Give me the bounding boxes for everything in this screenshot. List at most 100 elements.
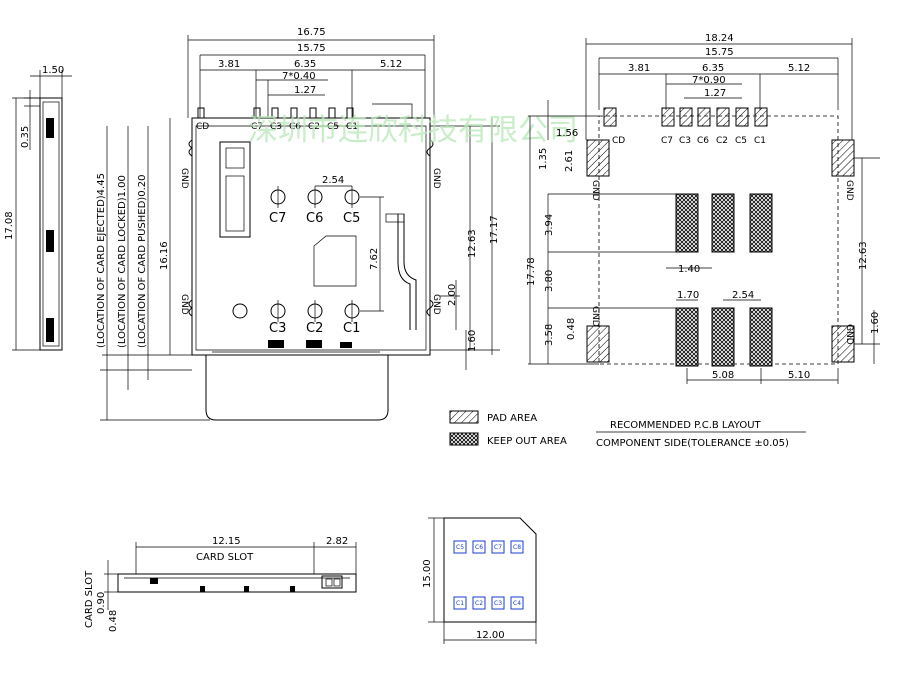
pcb-dim-2-54: 2.54 — [732, 290, 754, 301]
sim-pin-c3: C3 — [494, 600, 502, 607]
dim-2-00: 2.00 — [447, 284, 458, 306]
top-pin-c2: C2 — [308, 122, 320, 132]
dim-16-16: 16.16 — [159, 241, 170, 270]
loc-locked: (LOCATION OF CARD LOCKED)1.00 — [117, 175, 128, 348]
pcb-dim-3-94: 3.94 — [544, 214, 555, 236]
pcb-dim-1-35: 1.35 — [538, 148, 549, 170]
pcb-dim-5-10: 5.10 — [788, 370, 810, 381]
pcb-gnd-tl: GND — [590, 180, 600, 201]
top-gnd-br: GND — [431, 294, 441, 315]
pcb-pin-c5: C5 — [735, 136, 747, 146]
legend-pad-area: PAD AREA — [487, 413, 537, 424]
end-width: 2.82 — [326, 536, 348, 547]
top-gnd-tr: GND — [431, 168, 441, 189]
watermark: 深圳市连欣科技有限公司 — [248, 113, 578, 148]
pcb-dim-5-08: 5.08 — [712, 370, 734, 381]
loc-ejected: (LOCATION OF CARD EJECTED)4.45 — [96, 173, 107, 348]
contact-c3: C3 — [269, 321, 286, 336]
legend-title-top: RECOMMENDED P.C.B LAYOUT — [610, 420, 762, 431]
pcb-pin-cd: CD — [612, 136, 625, 146]
dim-0-90: 0.90 — [96, 592, 107, 614]
top-pin-c7: C7 — [251, 122, 263, 132]
pcb-pin-c1: C1 — [754, 136, 766, 146]
side-width-label: 1.50 — [42, 65, 64, 76]
contact-c1: C1 — [343, 321, 360, 336]
pcb-dim-1-56: 1.56 — [556, 128, 578, 139]
side-view: 1.50 17.08 0.35 — [4, 65, 72, 351]
sim-height: 15.00 — [422, 559, 433, 588]
sim-width: 12.00 — [476, 630, 505, 641]
sim-pin-c6: C6 — [475, 544, 483, 551]
sim-pin-c4: C4 — [513, 600, 521, 607]
dim-7-62: 7.62 — [369, 248, 380, 270]
pcb-pitch-pattern: 7*0.90 — [692, 75, 726, 86]
legend-title-bottom: COMPONENT SIDE(TOLERANCE ±0.05) — [596, 438, 789, 449]
dim-17-17: 17.17 — [489, 215, 500, 244]
dim-12-63: 12.63 — [467, 229, 478, 258]
pcb-dim-3-80: 3.80 — [544, 270, 555, 292]
top-gnd-bl: GND — [179, 294, 189, 315]
dim-1-60-top: 1.60 — [467, 330, 478, 352]
contact-pitch: 2.54 — [322, 175, 344, 186]
pcb-dim-1-60: 1.60 — [870, 312, 881, 334]
top-pitch: 1.27 — [294, 85, 316, 96]
loc-pushed: (LOCATION OF CARD PUSHED)0.20 — [137, 175, 148, 348]
legend-keep-out: KEEP OUT AREA — [487, 436, 567, 447]
pcb-dim-2-61: 2.61 — [564, 150, 575, 172]
pcb-dim-1-70: 1.70 — [677, 290, 699, 301]
top-pin-c1: C1 — [346, 122, 358, 132]
top-contacts — [270, 186, 360, 322]
top-view: 16.75 15.75 3.81 6.35 5.12 7*0.40 1.27 C… — [96, 27, 500, 421]
top-left-pitch: 3.81 — [218, 59, 240, 70]
side-height-label: 17.08 — [4, 211, 15, 240]
top-pin-cd: CD — [196, 122, 209, 132]
sim-pin-c8: C8 — [513, 544, 521, 551]
pcb-gnd-tr: GND — [844, 180, 854, 201]
pcb-layout: 18.24 15.75 3.81 6.35 5.12 7*0.90 1.27 C… — [526, 33, 881, 384]
pcb-overall-width: 18.24 — [705, 33, 734, 44]
dim-0-48-bottom: 0.48 — [108, 610, 119, 632]
top-pin-c6: C6 — [289, 122, 301, 132]
pcb-dim-1-40: 1.40 — [678, 264, 700, 275]
contact-c5: C5 — [343, 211, 360, 226]
pcb-gnd-br: GND — [844, 324, 854, 345]
sim-pin-c1: C1 — [456, 600, 464, 607]
top-gnd-tl: GND — [179, 168, 189, 189]
pcb-mid-pitch: 6.35 — [702, 63, 724, 74]
contact-c7: C7 — [269, 211, 286, 226]
legend: PAD AREA KEEP OUT AREA RECOMMENDED P.C.B… — [449, 410, 806, 449]
top-right-pitch: 5.12 — [380, 59, 402, 70]
top-mid-pitch: 6.35 — [294, 59, 316, 70]
sim-pin-c2: C2 — [475, 600, 483, 607]
top-pitch-pattern: 7*0.40 — [282, 71, 316, 82]
pcb-dim-3-58: 3.58 — [544, 324, 555, 346]
top-pad-span: 15.75 — [297, 43, 326, 54]
card-slot-vertical: CARD SLOT — [84, 570, 95, 628]
pcb-right-pitch: 5.12 — [788, 63, 810, 74]
bottom-side-view: 12.15 2.82 CARD SLOT CARD SLOT 0.90 0.48 — [84, 536, 357, 632]
pcb-dim-12-63: 12.63 — [858, 241, 869, 270]
card-slot-width: 12.15 — [212, 536, 241, 547]
pcb-pin-c2: C2 — [716, 136, 728, 146]
top-pin-c5: C5 — [327, 122, 339, 132]
sim-pin-c5: C5 — [456, 544, 464, 551]
pcb-dim-0-48: 0.48 — [566, 318, 577, 340]
card-slot-label: CARD SLOT — [196, 552, 254, 563]
pcb-dim-17-78: 17.78 — [526, 257, 537, 286]
contact-c6: C6 — [306, 211, 323, 226]
sim-contacts — [453, 540, 524, 610]
sim-card: 15.00 12.00 C5 C6 C7 C8 C1 C2 C3 C4 — [422, 517, 537, 644]
pcb-pin-c3: C3 — [679, 136, 691, 146]
pcb-gnd-bl: GND — [590, 306, 600, 327]
pcb-pitch: 1.27 — [704, 88, 726, 99]
eject-mechanism — [219, 141, 251, 319]
side-offset-label: 0.35 — [20, 126, 31, 148]
sim-pin-c7: C7 — [494, 544, 502, 551]
top-overall-width: 16.75 — [297, 27, 326, 38]
pcb-pad-span: 15.75 — [705, 47, 734, 58]
pcb-pin-c7: C7 — [661, 136, 673, 146]
pcb-pin-c6: C6 — [697, 136, 709, 146]
contact-c2: C2 — [306, 321, 323, 336]
pcb-left-pitch: 3.81 — [628, 63, 650, 74]
